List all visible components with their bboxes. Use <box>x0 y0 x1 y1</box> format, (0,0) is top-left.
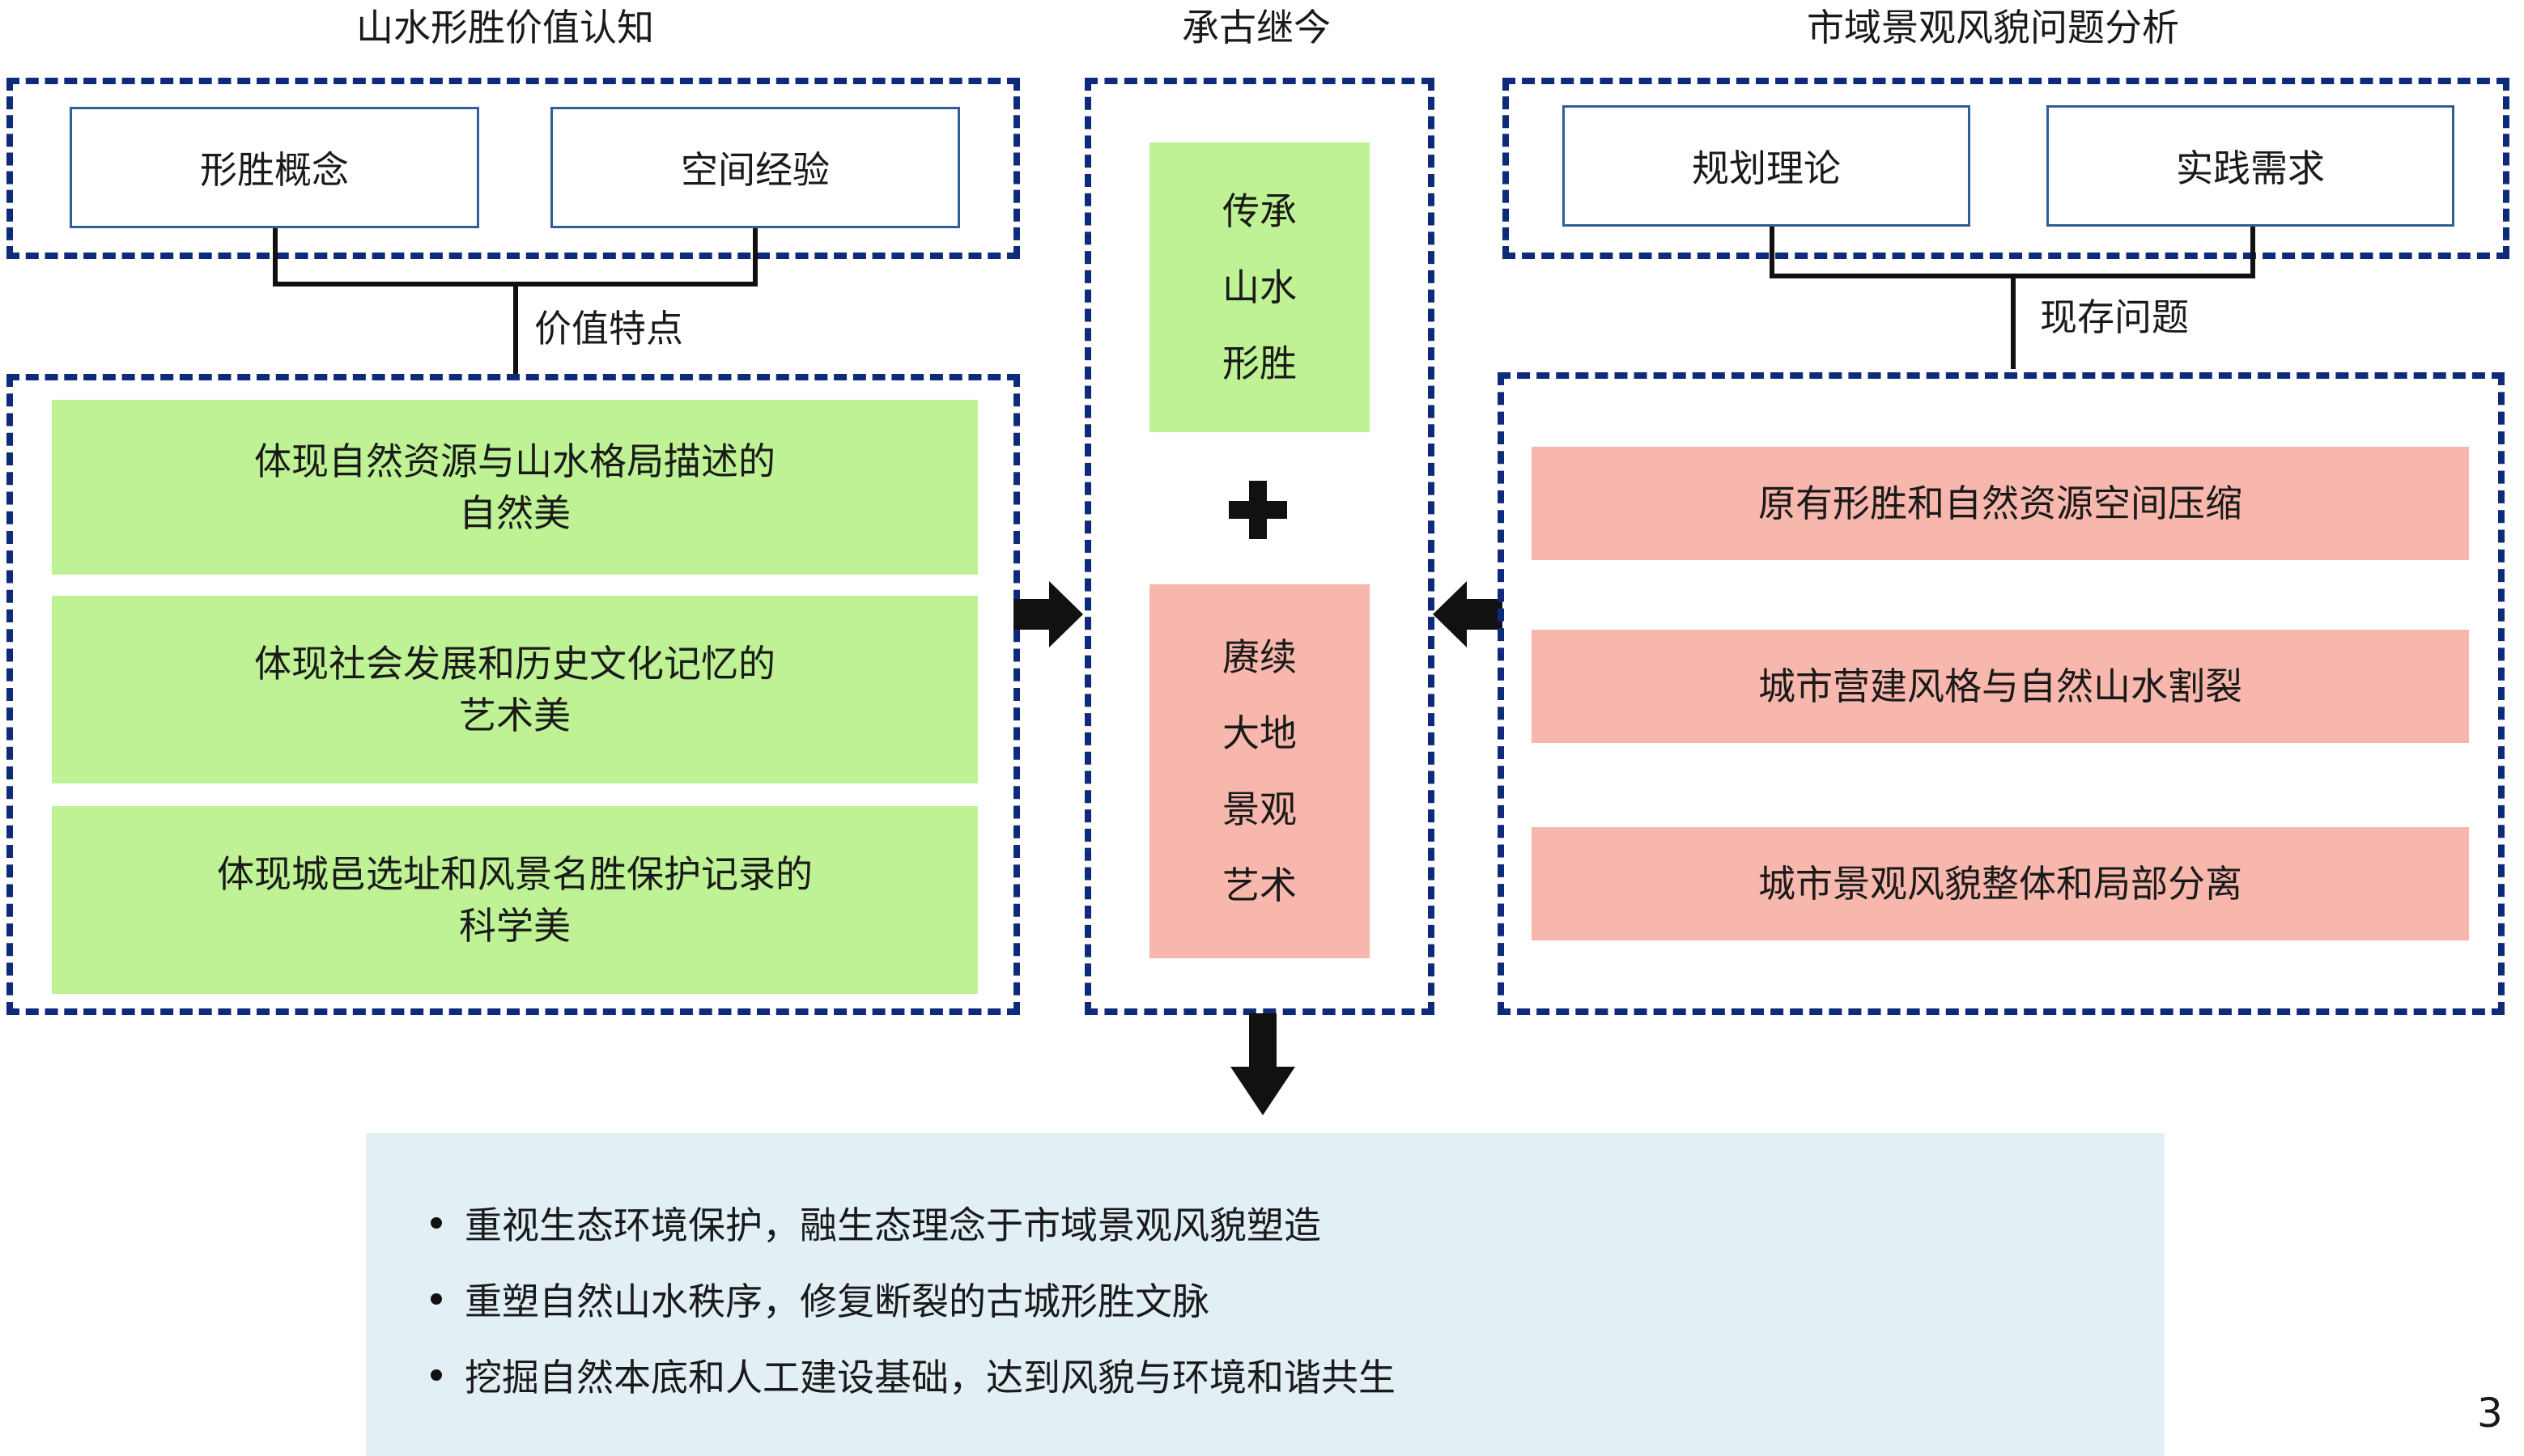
middle-inherit-line: 传承 <box>1222 189 1297 233</box>
bullet-dot-icon <box>431 1217 442 1229</box>
left-box-concept: 形胜概念 <box>70 107 479 228</box>
plus-icon <box>1229 481 1287 539</box>
conclusion-bullet: 重视生态环境保护，融生态理念于市域景观风貌塑造 <box>431 1195 1321 1251</box>
left-item-line1: 体现城邑选址和风景名胜保护记录的 <box>217 852 813 896</box>
page-number: 3 <box>2477 1390 2503 1437</box>
conclusion-bullet: 挖掘自然本底和人工建设基础，达到风貌与环境和谐共生 <box>431 1347 1396 1403</box>
arrow-right-icon <box>1013 581 1083 647</box>
middle-section-title: 承古继今 <box>1182 6 1331 49</box>
middle-inherit-box: 传承 山水 形胜 <box>1149 142 1370 432</box>
bullet-dot-icon <box>431 1369 442 1381</box>
right-connector-stem <box>2011 274 2016 369</box>
left-item-line1: 体现社会发展和历史文化记忆的 <box>254 642 775 686</box>
middle-dashed-group <box>1085 78 1434 1015</box>
left-item-line2: 艺术美 <box>459 694 571 737</box>
arrow-down-icon <box>1230 1013 1295 1115</box>
left-top-dashed-group <box>6 78 1020 259</box>
conclusion-text: 重塑自然山水秩序，修复断裂的古城形胜文脉 <box>465 1280 1209 1323</box>
left-item-line2: 自然美 <box>459 491 571 535</box>
left-item-line2: 科学美 <box>459 904 571 948</box>
middle-continue-line: 景观 <box>1222 787 1297 831</box>
left-connector-drop-2 <box>753 228 758 287</box>
left-section-title: 山水形胜价值认知 <box>356 6 654 49</box>
middle-inherit-line: 形胜 <box>1222 342 1297 385</box>
right-top-dashed-group <box>1502 78 2509 259</box>
left-item-line1: 体现自然资源与山水格局描述的 <box>254 439 775 483</box>
right-bottom-dashed-group <box>1498 372 2505 1015</box>
left-connector-drop-1 <box>273 228 278 287</box>
right-connector-label: 现存问题 <box>2040 295 2189 339</box>
conclusion-text: 重视生态环境保护，融生态理念于市域景观风貌塑造 <box>465 1203 1321 1247</box>
middle-inherit-line: 山水 <box>1222 265 1297 309</box>
right-section-title: 市域景观风貌问题分析 <box>1807 6 2179 49</box>
middle-continue-line: 大地 <box>1222 711 1297 755</box>
left-bottom-dashed-group <box>6 374 1020 1015</box>
left-connector-stem <box>513 282 518 377</box>
conclusion-bullet: 重塑自然山水秩序，修复断裂的古城形胜文脉 <box>431 1271 1209 1327</box>
right-item-space-compression: 原有形胜和自然资源空间压缩 <box>1532 447 2469 560</box>
conclusion-panel: 重视生态环境保护，融生态理念于市域景观风貌塑造 重塑自然山水秩序，修复断裂的古城… <box>366 1133 2165 1456</box>
conclusion-text: 挖掘自然本底和人工建设基础，达到风貌与环境和谐共生 <box>465 1356 1396 1399</box>
arrow-left-icon <box>1433 581 1502 647</box>
right-box-theory: 规划理论 <box>1562 105 1970 227</box>
left-item-natural-beauty: 体现自然资源与山水格局描述的 自然美 <box>52 400 978 575</box>
bullet-dot-icon <box>431 1293 442 1305</box>
right-connector-drop-1 <box>1770 227 1774 278</box>
middle-continue-line: 艺术 <box>1222 864 1297 907</box>
right-connector-drop-2 <box>2250 227 2255 278</box>
left-item-art-beauty: 体现社会发展和历史文化记忆的 艺术美 <box>52 596 978 783</box>
right-item-style-split: 城市营建风格与自然山水割裂 <box>1532 630 2469 743</box>
left-item-science-beauty: 体现城邑选址和风景名胜保护记录的 科学美 <box>52 806 978 994</box>
middle-continue-box: 赓续 大地 景观 艺术 <box>1149 584 1370 958</box>
left-connector-label: 价值特点 <box>534 307 683 350</box>
middle-continue-line: 赓续 <box>1222 635 1297 679</box>
right-item-whole-part-separation: 城市景观风貌整体和局部分离 <box>1532 827 2469 940</box>
right-box-practice: 实践需求 <box>2046 105 2454 227</box>
left-box-experience: 空间经验 <box>550 107 960 228</box>
